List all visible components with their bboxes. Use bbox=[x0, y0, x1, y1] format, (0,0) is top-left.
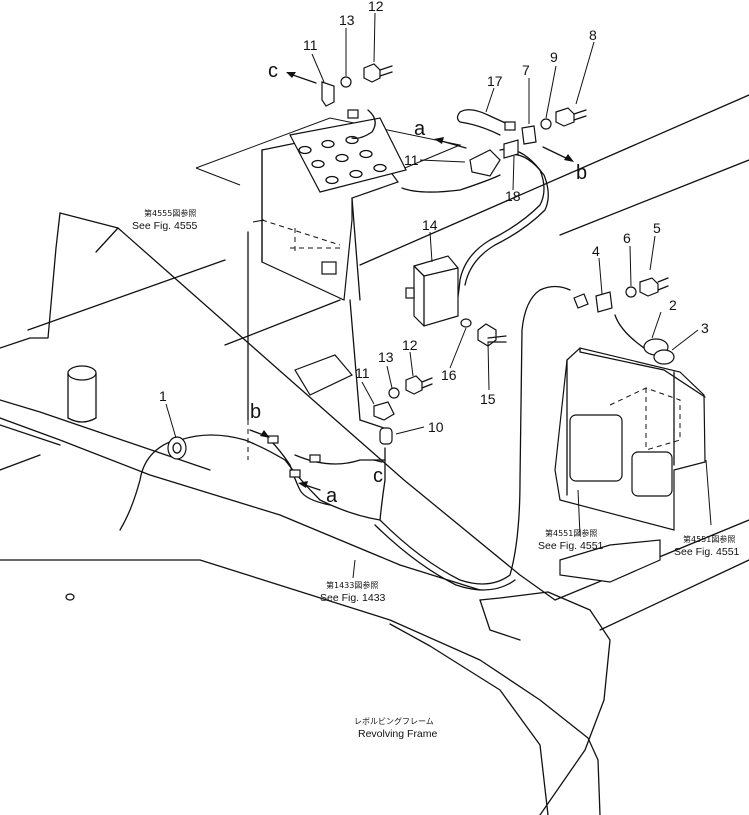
ref-1433-jp: 第1433図参照 bbox=[326, 580, 378, 590]
figure-references: 第4555図参照 See Fig. 4555 第4551図参照 See Fig.… bbox=[132, 208, 740, 740]
hardware-parts bbox=[167, 63, 675, 478]
label-part-11-middle: 11 bbox=[404, 152, 419, 168]
ref-4555-jp: 第4555図参照 bbox=[144, 208, 196, 218]
label-part-2: 2 bbox=[669, 297, 677, 313]
ref-4551-left: See Fig. 4551 bbox=[538, 540, 604, 552]
label-part-5: 5 bbox=[653, 220, 661, 236]
ref-4555: See Fig. 4555 bbox=[132, 220, 198, 232]
connector-b-upper: b bbox=[576, 162, 587, 184]
label-part-12-upper: 12 bbox=[368, 0, 384, 14]
label-part-10: 10 bbox=[428, 419, 444, 435]
label-part-6: 6 bbox=[623, 230, 631, 246]
label-part-8: 8 bbox=[589, 27, 597, 43]
label-part-1: 1 bbox=[159, 388, 167, 404]
label-part-4: 4 bbox=[592, 243, 600, 259]
ref-4551-right-jp: 第4551図参照 bbox=[683, 534, 735, 544]
ref-4551-right: See Fig. 4551 bbox=[674, 546, 740, 558]
ref-1433: See Fig. 1433 bbox=[320, 592, 386, 604]
ref-4551-left-jp: 第4551図参照 bbox=[545, 528, 597, 538]
leader-lines bbox=[165, 12, 712, 579]
connector-b-lower: b bbox=[250, 401, 261, 423]
connector-c-upper: c bbox=[268, 60, 278, 82]
label-part-9: 9 bbox=[550, 49, 558, 65]
battery-box bbox=[554, 347, 706, 583]
label-part-7: 7 bbox=[522, 62, 530, 78]
label-part-17: 17 bbox=[487, 73, 503, 89]
frame-label: Revolving Frame bbox=[358, 728, 438, 740]
label-part-11-upper: 11 bbox=[303, 37, 318, 53]
connector-letters: c a b b a c bbox=[250, 60, 587, 507]
frame-label-jp: レボルビングフレーム bbox=[354, 716, 434, 726]
label-part-11-lower: 11 bbox=[355, 365, 370, 381]
relay-bracket-assembly bbox=[195, 117, 462, 460]
connector-arrows bbox=[249, 72, 574, 491]
label-part-15: 15 bbox=[480, 391, 496, 407]
connector-a-lower: a bbox=[326, 485, 338, 507]
part-number-labels: 1 2 3 4 5 6 7 8 9 10 11 11 11 12 12 13 1… bbox=[159, 0, 709, 435]
label-part-16: 16 bbox=[441, 367, 457, 383]
label-part-18: 18 bbox=[505, 188, 521, 204]
connector-c-lower: c bbox=[373, 465, 383, 487]
label-part-14: 14 bbox=[422, 217, 438, 233]
connector-a-upper: a bbox=[414, 118, 426, 140]
label-part-3: 3 bbox=[701, 320, 709, 336]
label-part-13-lower: 13 bbox=[378, 349, 394, 365]
label-part-13-upper: 13 bbox=[339, 12, 355, 28]
label-part-12-lower: 12 bbox=[402, 337, 418, 353]
